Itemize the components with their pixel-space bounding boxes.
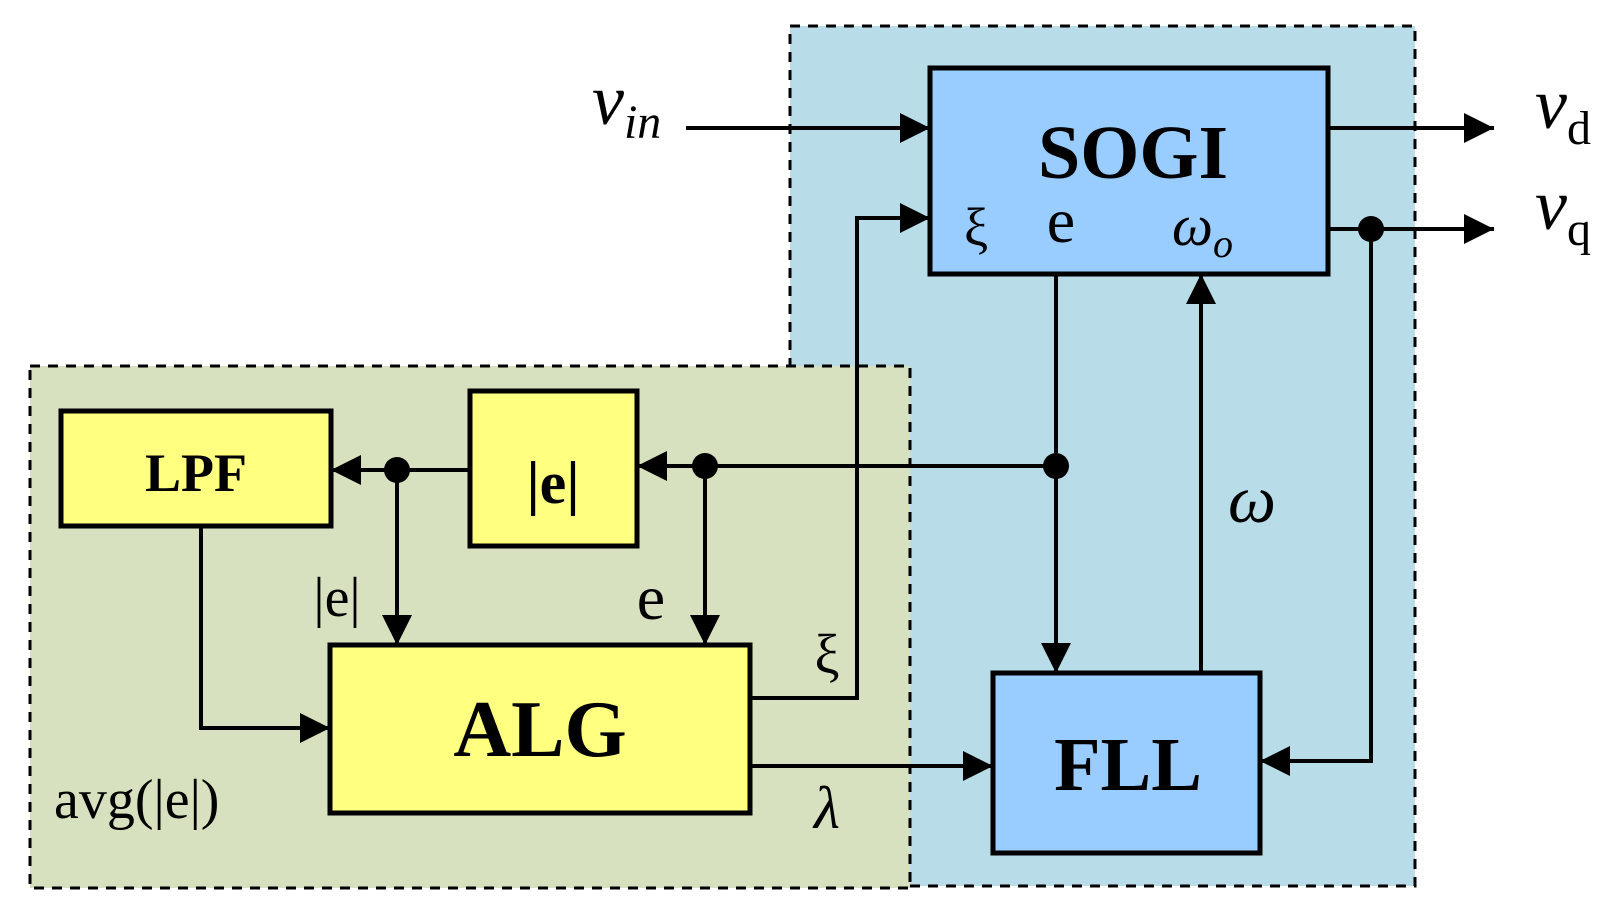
junction-vq xyxy=(1358,216,1384,242)
lpf-to-alg-line xyxy=(199,526,330,743)
junction-e xyxy=(1043,453,1069,479)
abs-e-signal-label: |e| xyxy=(313,567,360,629)
sogi-e-port: e xyxy=(1047,185,1075,256)
alg-block xyxy=(327,642,753,816)
sogi-omega-o-port: ωo xyxy=(1172,193,1233,266)
fll-block xyxy=(990,670,1263,856)
lpf-label: LPF xyxy=(145,443,247,503)
omega-label: ω xyxy=(1228,461,1276,537)
sogi-label: SOGI xyxy=(1038,111,1228,195)
avg-label: avg(|e|) xyxy=(54,769,219,831)
lambda-signal-label: λ xyxy=(812,775,840,841)
sogi-block xyxy=(927,65,1331,277)
vq-label: vq xyxy=(1535,165,1591,256)
vin-label: vin xyxy=(592,60,661,149)
vd-label: vd xyxy=(1535,64,1591,155)
junction-abse xyxy=(384,457,410,483)
e-signal-label: e xyxy=(637,562,665,633)
sogi-xi-port: ξ xyxy=(964,197,988,257)
xi-signal-label: ξ xyxy=(815,624,840,686)
vq-to-fll-line xyxy=(1260,229,1373,776)
abs-e-label: |e| xyxy=(526,450,579,516)
alg-label: ALG xyxy=(453,686,626,774)
junction-e-alg xyxy=(692,453,718,479)
xi-line xyxy=(750,203,930,700)
fll-label: FLL xyxy=(1054,723,1202,807)
